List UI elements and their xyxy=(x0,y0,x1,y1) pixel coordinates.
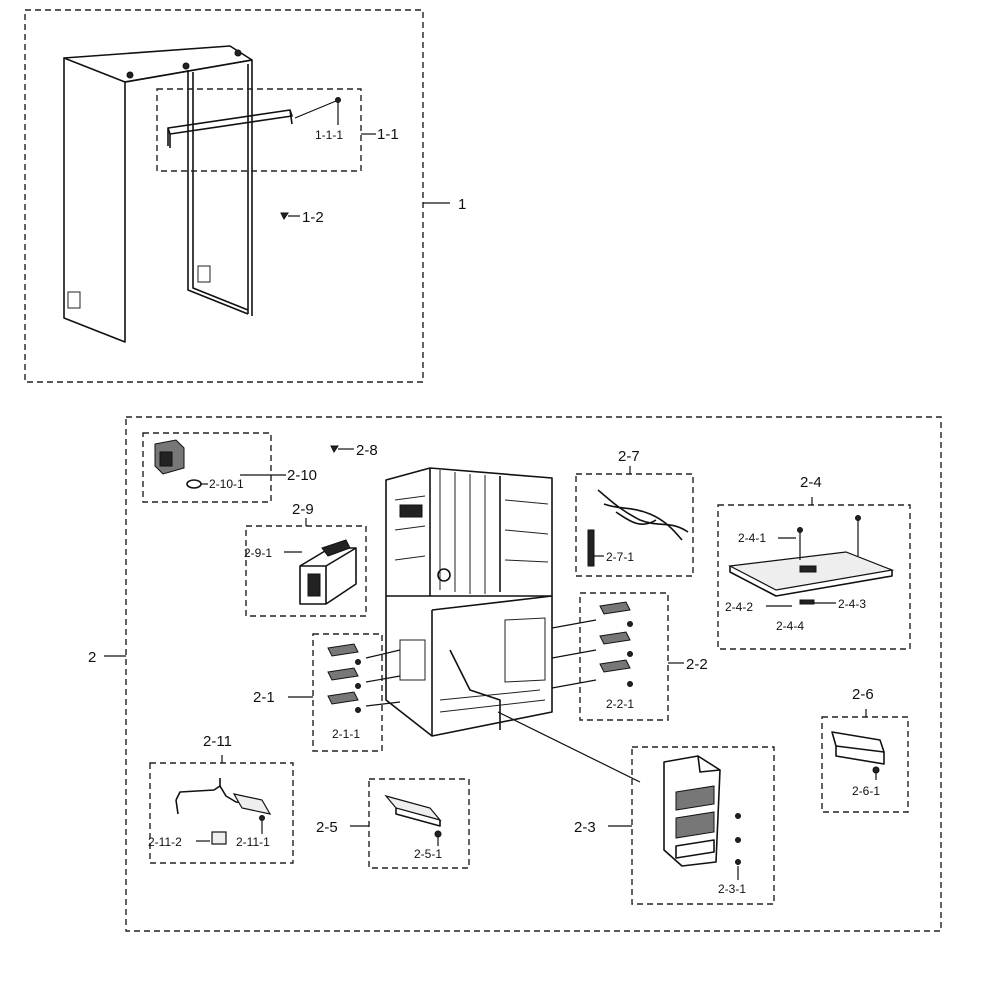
label-2-4-1: 2-4-1 xyxy=(738,531,766,545)
duct-2-9-part xyxy=(299,539,357,605)
label-1-1: 1-1 xyxy=(377,126,399,143)
label-2-1-1: 2-1-1 xyxy=(332,727,360,741)
label-2-4-3: 2-4-3 xyxy=(838,597,866,611)
label-2-2: 2-2 xyxy=(686,656,708,673)
assembly-2-9-box xyxy=(245,525,367,617)
screw-2-8-icon xyxy=(330,445,339,453)
label-2-1: 2-1 xyxy=(253,689,275,706)
screw-1-2-icon xyxy=(280,212,289,220)
sensor-2-11-part xyxy=(175,778,272,845)
cross-bar-part xyxy=(167,109,293,148)
ring-2-10-1-icon xyxy=(186,479,202,489)
label-2-7-1: 2-7-1 xyxy=(606,550,634,564)
label-2-7: 2-7 xyxy=(618,448,640,465)
label-2-10-1: 2-10-1 xyxy=(209,477,244,491)
assembly-2-2-box xyxy=(579,592,669,721)
label-2-9-1: 2-9-1 xyxy=(244,546,272,560)
label-2-8: 2-8 xyxy=(356,442,378,459)
assembly-2-1-box xyxy=(312,633,383,752)
assembly-1-box xyxy=(24,9,424,383)
label-2-4-4: 2-4-4 xyxy=(776,619,804,633)
label-2-6-1: 2-6-1 xyxy=(852,784,880,798)
assembly-2-3-box xyxy=(631,746,775,905)
assembly-2-10-box xyxy=(142,432,272,503)
label-2-5-1: 2-5-1 xyxy=(414,847,442,861)
inner-cabinet-part xyxy=(385,467,553,737)
cover-plate-2-4-part xyxy=(728,515,895,605)
assembly-2-5-box xyxy=(368,778,470,869)
label-1-1-1: 1-1-1 xyxy=(315,128,343,142)
label-2-6: 2-6 xyxy=(852,686,874,703)
assembly-2-box xyxy=(125,416,942,932)
bracket-2-6-part xyxy=(831,731,885,780)
label-2-3: 2-3 xyxy=(574,819,596,836)
cabinet-outer-case xyxy=(63,45,253,343)
label-2-2-1: 2-2-1 xyxy=(606,697,634,711)
bracket-2-5-part xyxy=(384,794,442,838)
shelf-rail-2-1-part xyxy=(327,643,361,713)
label-2-3-1: 2-3-1 xyxy=(718,882,746,896)
screw-icon xyxy=(335,97,341,125)
label-2-10: 2-10 xyxy=(287,467,317,484)
assembly-2-4-box xyxy=(717,504,911,650)
bracket-2-10-part xyxy=(154,439,185,475)
assembly-1-1-box xyxy=(156,88,362,172)
label-2-11-1: 2-11-1 xyxy=(236,835,270,849)
label-2-9: 2-9 xyxy=(292,501,314,518)
label-1: 1 xyxy=(458,196,466,213)
label-2: 2 xyxy=(88,649,96,666)
shelf-rail-2-2-part xyxy=(599,601,633,687)
evaporator-2-3-part xyxy=(663,755,741,880)
assembly-2-6-box xyxy=(821,716,909,813)
label-2-4: 2-4 xyxy=(800,474,822,491)
label-2-4-2: 2-4-2 xyxy=(725,600,753,614)
label-2-5: 2-5 xyxy=(316,819,338,836)
label-1-2: 1-2 xyxy=(302,209,324,226)
label-2-11-2: 2-11-2 xyxy=(148,835,182,849)
label-2-11: 2-11 xyxy=(203,733,232,750)
wire-harness-2-7-part xyxy=(587,489,689,567)
